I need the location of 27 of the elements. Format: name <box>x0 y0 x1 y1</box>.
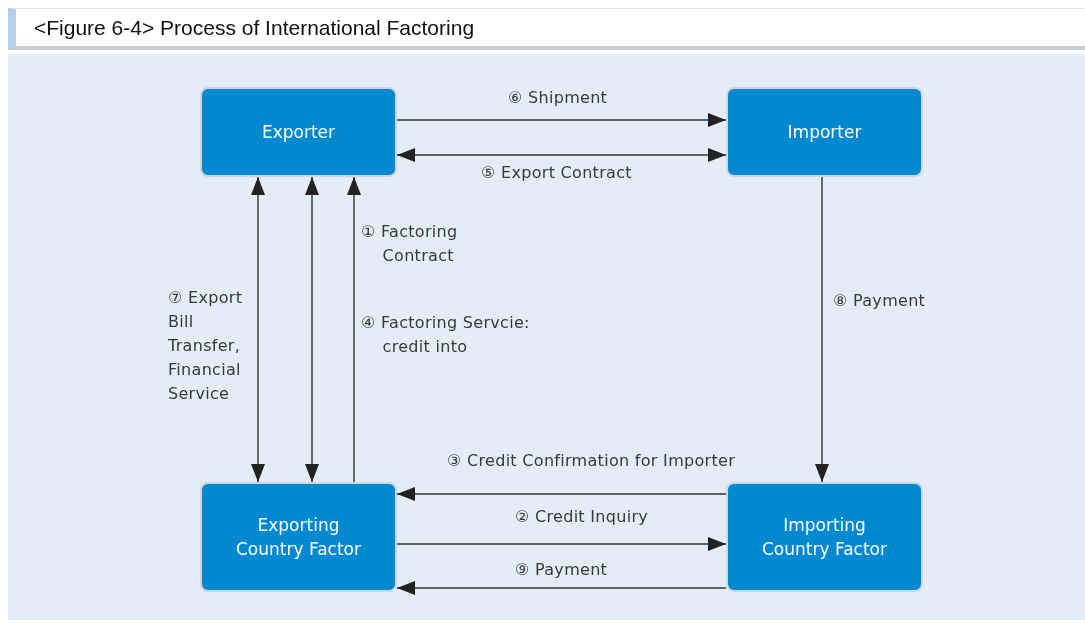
edge-label: ⑦ Export Bill Transfer, Financial Service <box>168 287 244 405</box>
edge-label: ⑤ Export Contract <box>481 162 632 184</box>
arrow <box>396 487 727 501</box>
edge-label: ⑧ Payment <box>833 290 926 312</box>
edge-label: ⑨ Payment <box>515 559 608 581</box>
arrow <box>815 176 829 483</box>
edge-label: ② Credit Inquiry <box>515 506 649 528</box>
edge-label: ① Factoring Contract <box>361 221 459 267</box>
step-note: ④ Factoring Servcie: credit into <box>361 312 531 358</box>
arrow <box>396 537 727 551</box>
arrow <box>396 581 727 595</box>
figure-title: <Figure 6-4> Process of International Factoring <box>34 15 475 40</box>
arrow <box>305 176 319 483</box>
arrow <box>396 113 727 127</box>
box-label: Importing Country Factor <box>761 514 888 561</box>
box-label: Importer <box>787 121 862 144</box>
process-box <box>200 87 397 177</box>
edge-label: ⑥ Shipment <box>508 87 608 109</box>
arrow <box>251 176 265 483</box>
process-box <box>726 482 923 592</box>
edge-label: ③ Credit Confirmation for Importer <box>447 450 736 472</box>
box-label: Exporter <box>261 121 336 144</box>
box-label: Exporting Country Factor <box>235 514 362 561</box>
arrow <box>396 148 727 162</box>
process-box <box>726 87 923 177</box>
arrow <box>347 176 361 483</box>
process-box <box>200 482 397 592</box>
